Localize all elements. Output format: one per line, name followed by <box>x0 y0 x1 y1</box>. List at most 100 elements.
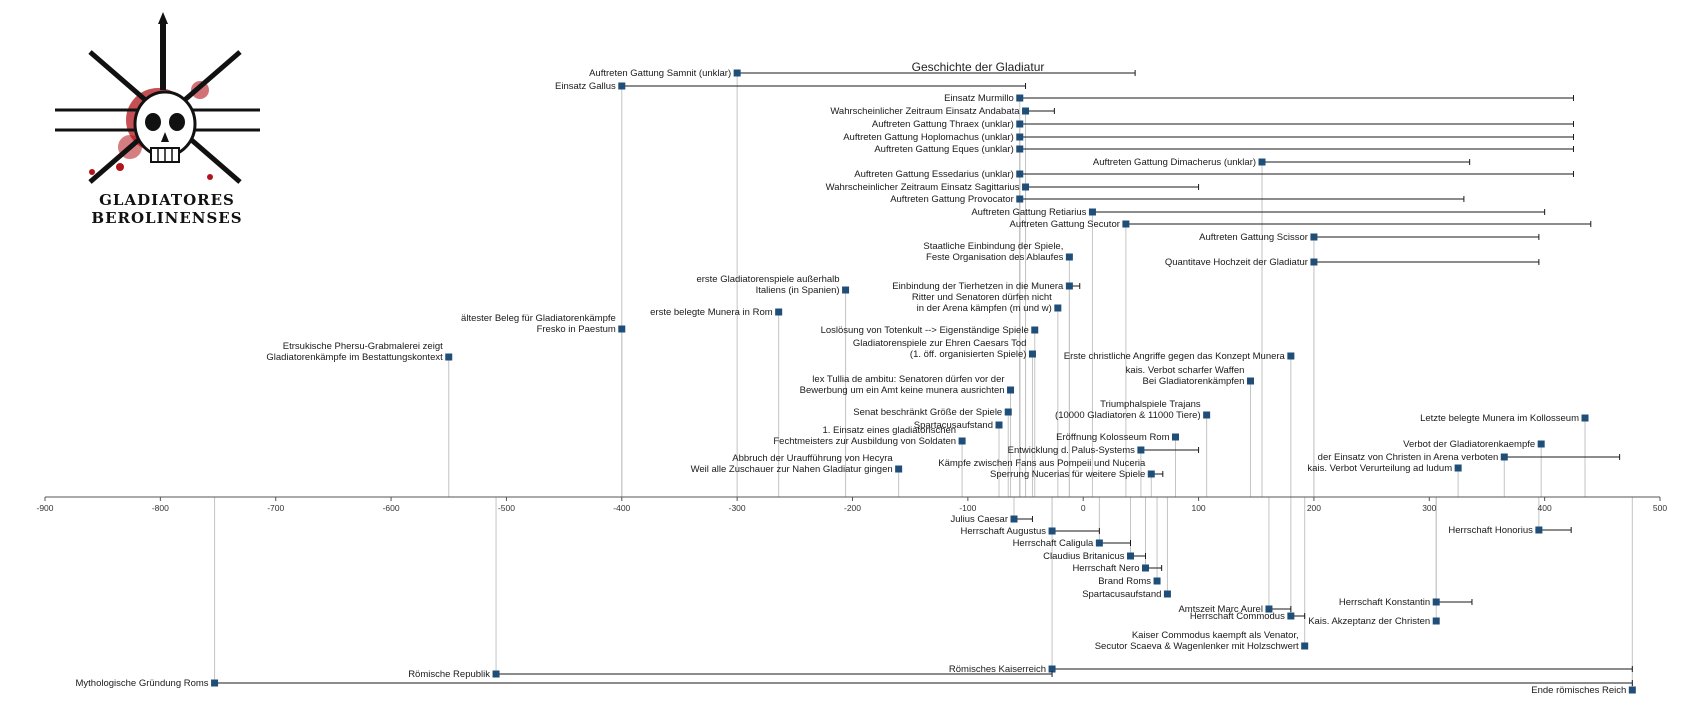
event-marker[interactable] <box>211 679 219 687</box>
event-marker[interactable] <box>1095 539 1103 547</box>
event-marker[interactable] <box>1500 453 1508 461</box>
event-marker[interactable] <box>1016 120 1024 128</box>
event-label: kais. Verbot scharfer Waffen <box>1126 365 1245 376</box>
event-marker[interactable] <box>842 286 850 294</box>
event-marker[interactable] <box>1031 326 1039 334</box>
event-marker[interactable] <box>1265 605 1273 613</box>
event-marker[interactable] <box>1137 446 1145 454</box>
event-label: Weil alle Zuschauer zur Nahen Gladiatur … <box>691 464 893 475</box>
event-label: erste Gladiatorenspiele außerhalb <box>696 274 839 285</box>
event-marker[interactable] <box>492 670 500 678</box>
event-marker[interactable] <box>1004 408 1012 416</box>
event-marker[interactable] <box>1153 577 1161 585</box>
event-label: der Einsatz von Christen in Arena verbot… <box>1318 452 1499 463</box>
event-marker[interactable] <box>1028 350 1036 358</box>
event-label: Auftreten Gattung Scissor <box>1199 232 1308 243</box>
event-marker[interactable] <box>733 69 741 77</box>
event-marker[interactable] <box>1065 253 1073 261</box>
event-label: in der Arena kämpfen (m und w) <box>917 303 1052 314</box>
event-marker[interactable] <box>1172 433 1179 441</box>
event-label: Feste Organisation des Ablaufes <box>926 252 1064 263</box>
event-label: (10000 Gladiatoren & 11000 Tiere) <box>1055 410 1201 421</box>
axis-tick-label: -400 <box>613 503 630 513</box>
event-label: Julius Caesar <box>950 514 1008 525</box>
event-marker[interactable] <box>1048 665 1056 673</box>
event-marker[interactable] <box>618 82 626 90</box>
skull-crossed-weapons-icon <box>55 12 260 184</box>
event-label: Auftreten Gattung Essedarius (unklar) <box>854 169 1013 180</box>
event-marker[interactable] <box>1246 377 1254 385</box>
event-label: Einsatz Murmillo <box>944 93 1014 104</box>
event-label: Entwicklung d. Palus-Systems <box>1008 445 1135 456</box>
event-marker[interactable] <box>1432 617 1440 625</box>
event-marker[interactable] <box>1628 686 1636 694</box>
event-marker[interactable] <box>1016 133 1024 141</box>
axis-tick-label: -800 <box>152 503 169 513</box>
event-marker[interactable] <box>1581 414 1589 422</box>
logo-line1: GLADIATORES <box>99 191 235 209</box>
axis-tick-label: -200 <box>844 503 861 513</box>
event-label: Loslösung von Totenkult --> Eigenständig… <box>821 325 1029 336</box>
event-label: Ende römisches Reich <box>1531 685 1626 696</box>
event-label: Etrsukische Phersu-Grabmalerei zeigt <box>283 341 443 352</box>
event-marker[interactable] <box>1535 526 1543 534</box>
event-marker[interactable] <box>1022 107 1030 115</box>
event-marker[interactable] <box>1016 145 1024 153</box>
event-label: erste belegte Munera in Rom <box>650 307 773 318</box>
event-marker[interactable] <box>1203 411 1211 419</box>
event-marker[interactable] <box>775 308 783 316</box>
event-marker[interactable] <box>1287 352 1295 360</box>
event-marker[interactable] <box>1088 208 1096 216</box>
event-label: Gladiatorenkämpfe im Bestattungskontext <box>266 352 443 363</box>
event-label: Wahrscheinlicher Zeitraum Einsatz Sagitt… <box>826 182 1020 193</box>
event-label: Brand Roms <box>1098 576 1151 587</box>
event-marker[interactable] <box>1537 440 1545 448</box>
event-label: Auftreten Gattung Provocator <box>890 194 1014 205</box>
event-marker[interactable] <box>1016 170 1024 178</box>
event-marker[interactable] <box>1022 183 1030 191</box>
event-marker[interactable] <box>1310 233 1318 241</box>
event-label: Herrschaft Nero <box>1072 563 1139 574</box>
event-marker[interactable] <box>1065 282 1073 290</box>
event-marker[interactable] <box>1010 515 1018 523</box>
event-marker[interactable] <box>1127 552 1135 560</box>
event-marker[interactable] <box>445 353 453 361</box>
event-marker[interactable] <box>895 465 903 473</box>
event-marker[interactable] <box>1016 195 1024 203</box>
event-marker[interactable] <box>1048 527 1056 535</box>
event-marker[interactable] <box>1122 220 1130 228</box>
event-marker[interactable] <box>1258 158 1266 166</box>
event-marker[interactable] <box>1310 258 1318 266</box>
event-label: Ritter und Senatoren dürfen nicht <box>912 292 1052 303</box>
axis-tick-label: 100 <box>1191 503 1205 513</box>
event-marker[interactable] <box>995 421 1003 429</box>
event-marker[interactable] <box>1142 564 1150 572</box>
event-label: Kais. Akzeptanz der Christen <box>1308 616 1430 627</box>
event-marker[interactable] <box>958 437 966 445</box>
event-label: Quantitave Hochzeit der Gladiatur <box>1165 257 1308 268</box>
event-marker[interactable] <box>1301 642 1309 650</box>
axis-tick-label: -900 <box>36 503 53 513</box>
event-marker[interactable] <box>1287 612 1295 620</box>
event-label: Fechtmeisters zur Ausbildung von Soldate… <box>773 436 956 447</box>
event-marker[interactable] <box>1054 304 1062 312</box>
axis-tick-label: 500 <box>1653 503 1667 513</box>
event-label: Herrschaft Commodus <box>1190 611 1285 622</box>
event-marker[interactable] <box>618 325 626 333</box>
event-label: Römisches Kaiserreich <box>949 664 1046 675</box>
event-label: Bewerbung um ein Amt keine munera ausric… <box>800 385 1005 396</box>
event-label: Auftreten Gattung Retiarius <box>971 207 1086 218</box>
event-marker[interactable] <box>1147 470 1155 478</box>
logo-line2: BEROLINENSES <box>91 209 242 227</box>
event-marker[interactable] <box>1007 386 1015 394</box>
event-label: Wahrscheinlicher Zeitraum Einsatz Andaba… <box>830 106 1020 117</box>
axis-tick-label: -700 <box>267 503 284 513</box>
event-marker[interactable] <box>1163 590 1171 598</box>
event-marker[interactable] <box>1432 598 1440 606</box>
event-marker[interactable] <box>1016 94 1024 102</box>
event-label: Senat beschränkt Größe der Spiele <box>853 407 1002 418</box>
event-label: 1. Einsatz eines gladiatorischen <box>822 425 956 436</box>
axis-tick-label: 0 <box>1081 503 1086 513</box>
event-marker[interactable] <box>1454 464 1462 472</box>
